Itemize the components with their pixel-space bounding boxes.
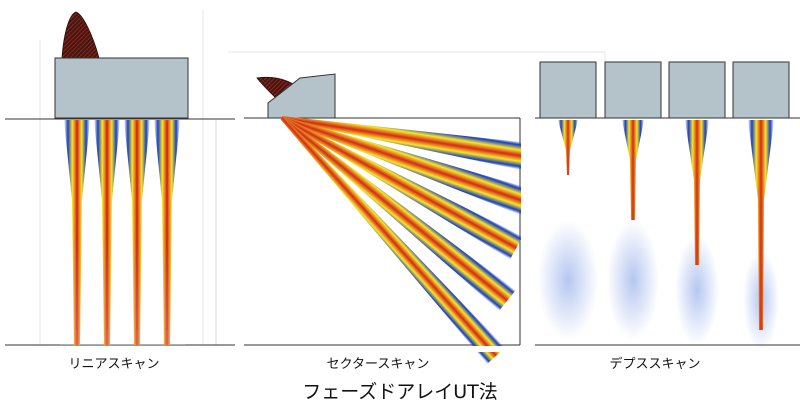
linear-beams xyxy=(60,120,185,345)
beam xyxy=(748,120,774,330)
depth-probe-icon xyxy=(604,61,662,119)
beam xyxy=(280,116,506,364)
depth-probe-icon xyxy=(668,61,726,119)
beam xyxy=(685,120,709,265)
beam xyxy=(281,116,530,171)
linear-scan-panel xyxy=(5,10,235,346)
depth-probe-icon xyxy=(539,61,597,119)
beam xyxy=(622,120,644,220)
sector-scan-label: セクタースキャン xyxy=(326,357,430,372)
wedge-probe-icon xyxy=(267,73,336,119)
linear-scan-label: リニアスキャン xyxy=(68,357,160,372)
beam xyxy=(280,116,516,311)
depth-scan-panel xyxy=(535,61,800,350)
sector-beams xyxy=(280,116,531,364)
linear-probe-icon xyxy=(54,57,189,119)
beam xyxy=(281,116,531,216)
depth-beams xyxy=(558,120,774,330)
pulse-icon xyxy=(61,11,100,59)
depth-probe-icon xyxy=(732,61,790,119)
beam xyxy=(281,116,523,260)
depth-scan-label: デプススキャン xyxy=(609,357,701,372)
figure-title: フェーズドアレイUT法 xyxy=(302,381,498,403)
beam xyxy=(558,120,578,175)
sector-scan-panel xyxy=(228,51,606,364)
